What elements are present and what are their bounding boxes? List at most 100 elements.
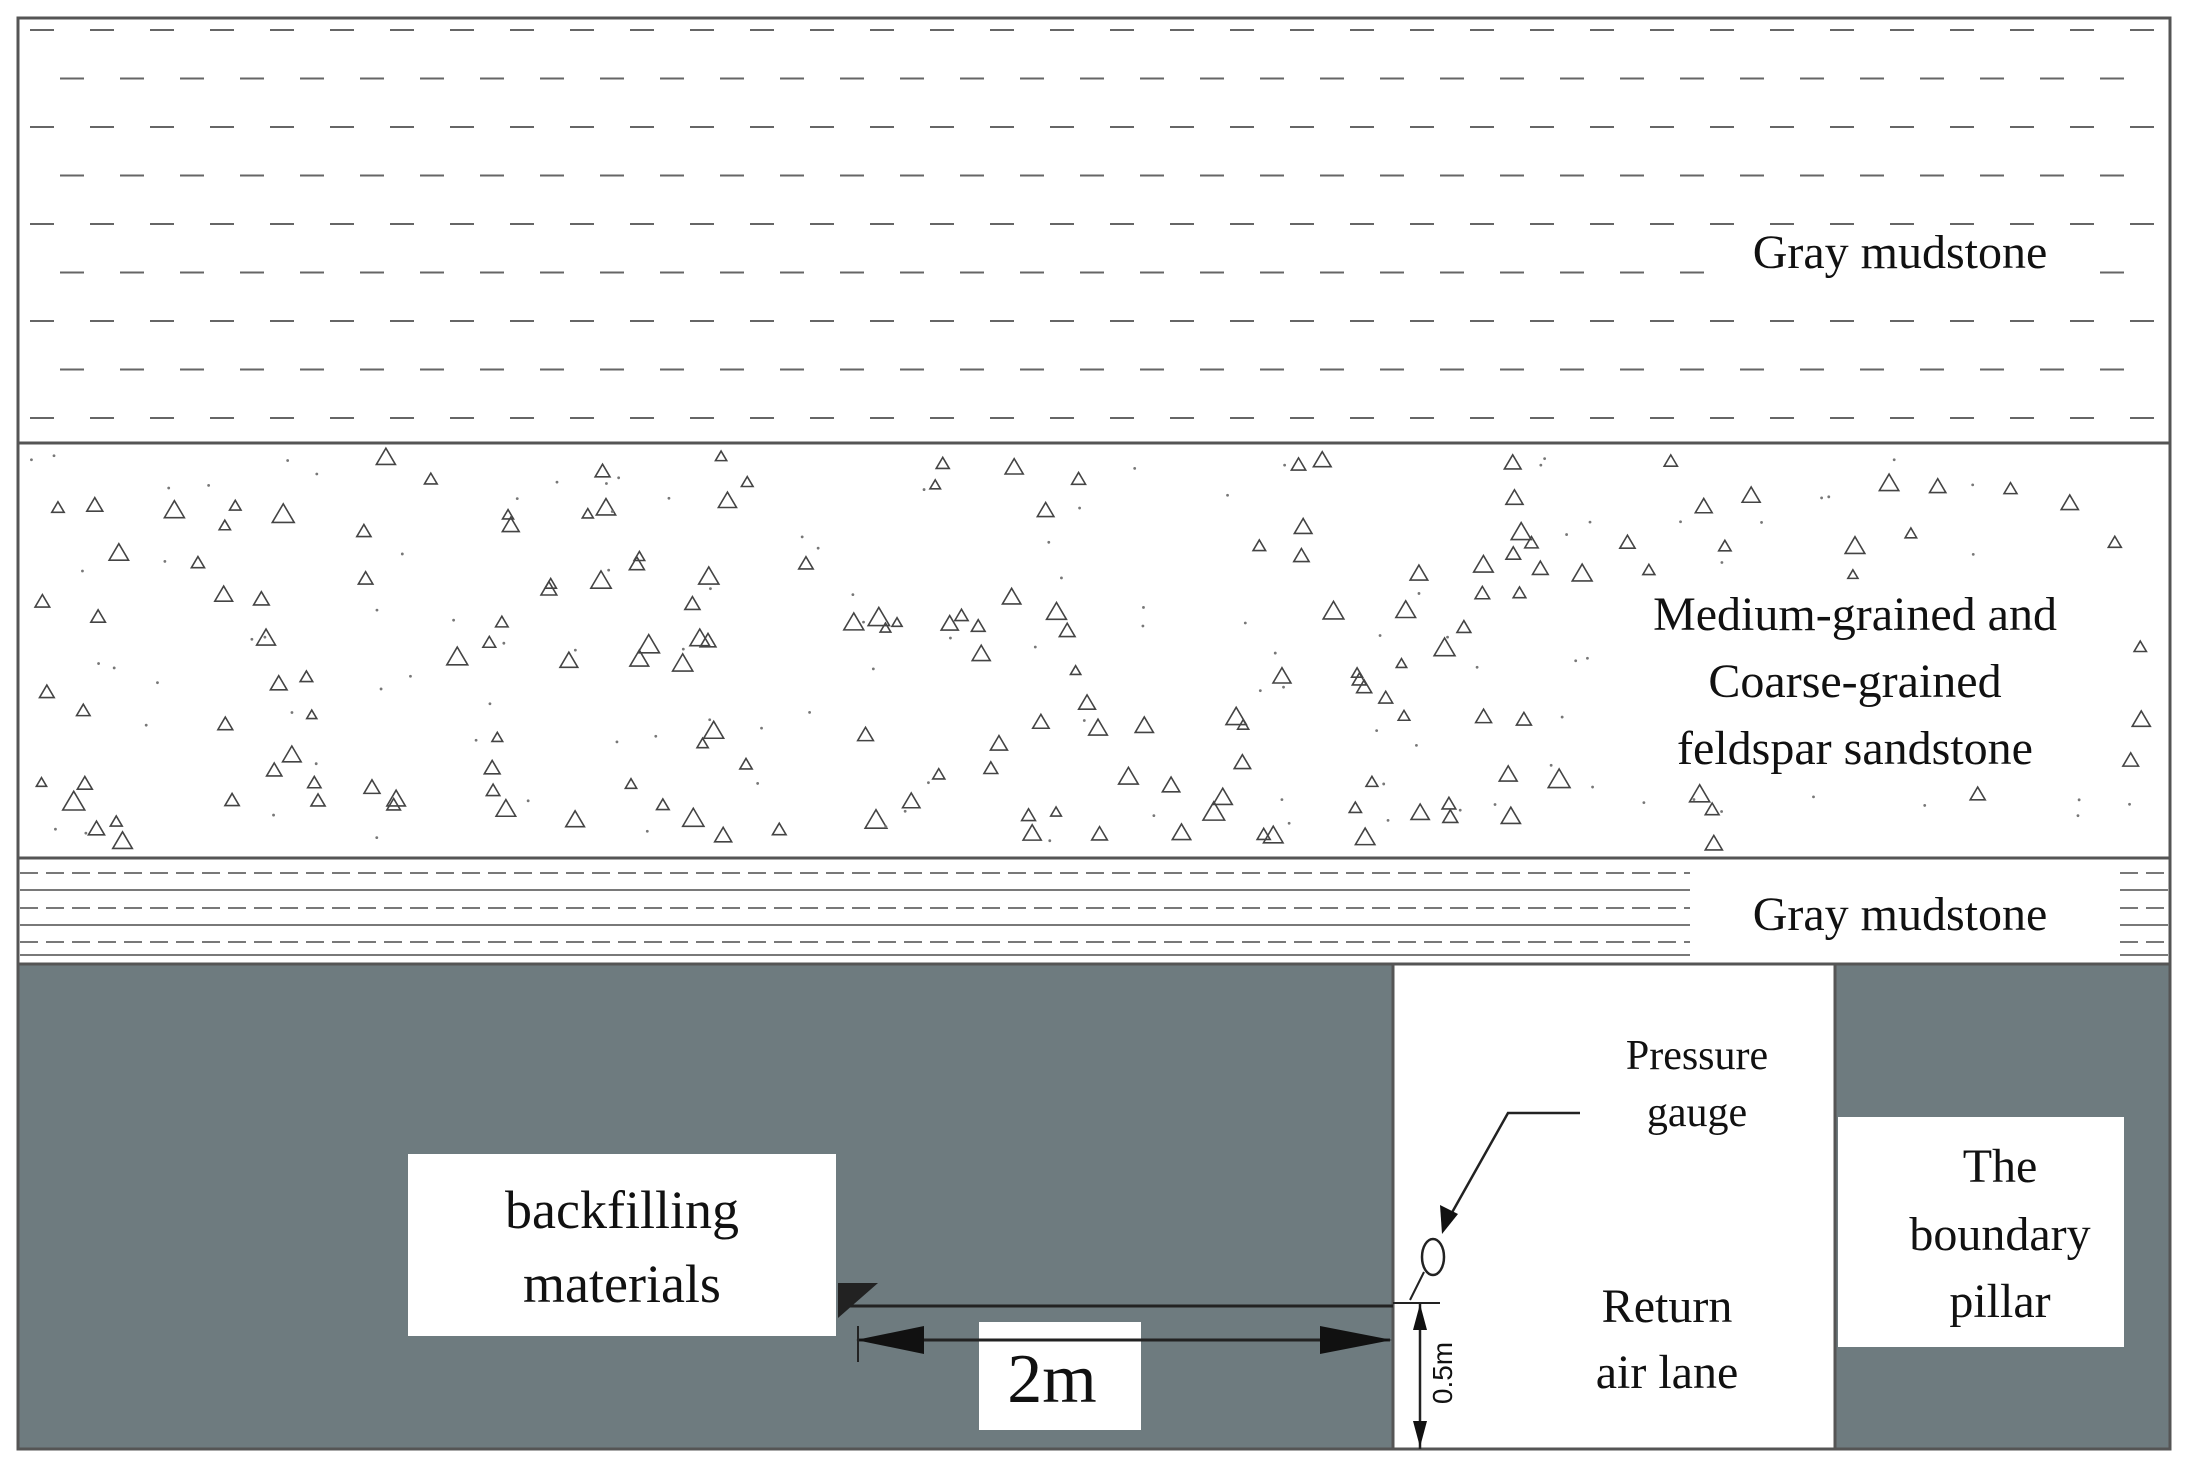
boundary-pillar-label-line3: pillar [1949,1275,2050,1328]
sandstone-grain [589,569,613,589]
sandstone-grain [1394,599,1417,619]
sandstone-grain [1232,753,1252,770]
pressure-gauge-label-line1: Pressure [1626,1033,1768,1079]
sandstone-dot [1971,483,1975,487]
sandstone-grain [1057,621,1077,638]
sandstone-dot [1892,458,1896,462]
sandstone-grain [939,613,960,631]
sandstone-grain [1271,666,1293,684]
sandstone-grain [1570,562,1594,582]
sandstone-dot [488,702,492,706]
sandstone-dot [1720,810,1723,813]
sandstone-grain [1355,678,1374,694]
sandstone-grain [1090,825,1109,841]
sandstone-dot [2077,798,2081,802]
sandstone-dot [1971,552,1975,556]
sandstone-grain [270,502,296,524]
sandstone-grain [1474,707,1493,724]
sandstone-grain [1321,599,1346,620]
sandstone-grain [1504,545,1522,561]
sandstone-dot [708,718,712,722]
sandstone-grain [1408,563,1430,581]
sandstone-grain [298,669,315,683]
sandstone-grain [1441,808,1460,824]
sandstone-label-line2: Coarse-grained [1708,655,2001,708]
sandstone-grain [681,806,706,828]
sandstone-grain [702,719,726,740]
sandstone-dot [2128,802,2131,806]
sandstone-grain [252,590,271,606]
sandstone-label-line1: Medium-grained and [1653,588,2057,641]
sandstone-grain [1160,775,1182,793]
sandstone-grain [1688,783,1712,803]
sandstone-dot [1820,496,1824,500]
sandstone-dot [286,459,290,462]
sandstone-layer [16,441,2172,860]
sandstone-dot [1226,493,1229,497]
sandstone-grain [1511,585,1528,599]
sandstone-grain [1020,807,1037,822]
backfilling-label-line2: materials [523,1254,721,1314]
sandstone-grain [1117,765,1140,785]
return-air-lane-label-line1: Return [1602,1280,1733,1333]
sandstone-dot [681,647,685,651]
sandstone-grain [1502,453,1523,470]
sandstone-dot [1243,621,1247,625]
sandstone-grain [1432,636,1457,657]
sandstone-grain [1350,666,1365,678]
sandstone-grain [2002,481,2019,495]
sandstone-dot [1048,839,1052,843]
sandstone-dot [760,726,763,730]
sandstone-grain [1289,456,1308,471]
sandstone-grain [75,774,94,790]
sandstone-dot [615,740,619,744]
sandstone-grain [636,633,661,654]
sandstone-dot [400,552,404,556]
sandstone-grain [1292,516,1314,535]
sandstone-dot [1539,463,1543,467]
sandstone-dot [756,782,760,785]
sandstone-grain [281,744,303,763]
sandstone-dot [84,831,88,835]
sandstone-dot [1283,463,1287,467]
sandstone-grain [564,809,586,828]
sandstone-grain [1515,710,1533,726]
sandstone-dot [1417,592,1421,595]
sandstone-grain [695,736,710,749]
sandstone-dot [112,666,116,670]
sandstone-grain [1236,718,1251,730]
pressure-gauge-icon [1420,1237,1446,1277]
sandstone-grain [1077,693,1097,711]
sandstone-dot [2076,814,2080,818]
sandstone-grain [716,490,738,509]
sandstone-dot [1415,743,1418,747]
sandstone-dot [81,569,84,573]
boundary-pillar-label-line2: boundary [1909,1208,2090,1261]
sandstone-grain [75,702,92,717]
sandstone-grain [217,518,232,531]
sandstone-grain [494,614,510,628]
return-air-lane-area [1391,962,1837,1451]
sandstone-grain [1396,708,1412,722]
sandstone-dot [1827,495,1831,499]
sandstone-grain [228,498,243,511]
sandstone-grain [1347,800,1363,814]
sandstone-dot [1375,729,1379,733]
sandstone-grain [866,605,891,627]
sandstone-dot [1133,466,1137,470]
sandstone-grain [856,725,875,742]
thin-mudstone-label: Gray mudstone [1753,888,2048,941]
sandstone-dot [1273,651,1277,655]
sandstone-grain [2106,534,2123,549]
sandstone-dot [1060,576,1063,580]
sandstone-grain [1377,689,1395,704]
left-arrowhead-icon [856,1326,924,1354]
sandstone-grain [1262,824,1285,844]
sandstone-dot [1141,624,1145,628]
sandstone-grain [1003,457,1025,475]
sandstone-grain [697,565,721,585]
backfilling-label-line1: backfilling [505,1180,739,1240]
sandstone-dot [1446,635,1449,639]
sandstone-grain [445,645,470,666]
sandstone-grain [1499,805,1522,825]
